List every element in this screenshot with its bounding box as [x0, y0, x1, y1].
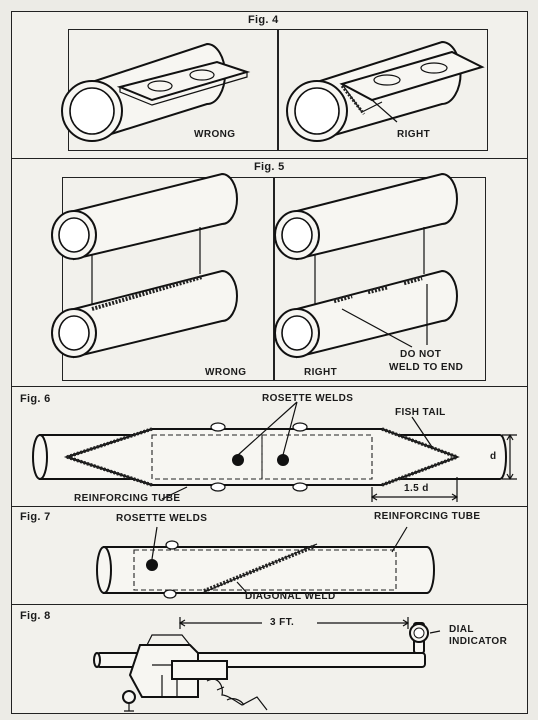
fig5-right-top-tube: [274, 172, 458, 261]
fig5-wrong-bottom-tube: [51, 269, 238, 359]
fig4-drawing: [61, 40, 485, 142]
fig6-drawing: [32, 401, 517, 502]
fig4-wrong-bracket: [116, 60, 251, 106]
fig6-title: Fig. 6: [20, 393, 51, 405]
fig8-vise: [122, 634, 228, 712]
fig7-panel: Fig. 7 ROSETTE WELDS REINFORCING TUBE DI…: [11, 506, 528, 606]
fig7-title: Fig. 7: [20, 511, 51, 523]
fig6-rosette-label: ROSETTE WELDS: [262, 393, 354, 404]
fig5-wrong-box: [62, 177, 274, 381]
fig6-panel: Fig. 6 ROSETTE WE: [11, 386, 528, 508]
fig7-drawing: [96, 526, 435, 599]
fig5-title: Fig. 5: [254, 161, 285, 173]
fig8-dial-line1: DIAL: [449, 624, 474, 635]
fig7-reinforcing-outline: [133, 549, 397, 591]
fig6-leaders: [161, 401, 433, 500]
fig5-wrong-label: WRONG: [205, 367, 247, 378]
fig5-right-label: RIGHT: [304, 367, 338, 378]
fig8-title: Fig. 8: [20, 610, 51, 622]
fig5-right-web: [314, 227, 425, 304]
fig6-dimension-d: [502, 433, 517, 481]
fig4-right-label: RIGHT: [397, 129, 431, 140]
fig7-reinforcing-label: REINFORCING TUBE: [374, 511, 481, 522]
fig7-leaders: [151, 526, 408, 594]
fig5-panel: Fig. 5: [11, 158, 528, 388]
fig4-wrong-box: [68, 29, 278, 151]
fig5-wrong-web: [91, 227, 201, 304]
fig8-length-label: 3 FT.: [270, 617, 295, 628]
fig4-wrong-label: WRONG: [194, 129, 236, 140]
fig8-drawing: [93, 617, 441, 712]
fig6-inner-tube-outline: [151, 434, 373, 480]
fig5-right-bottom-tube: [274, 269, 458, 359]
fig6-rosette-welds: [210, 422, 308, 492]
fig8-hand: [206, 678, 268, 711]
fig8-dial-indicator: [409, 622, 441, 654]
fig5-drawing: [51, 172, 458, 359]
fig7-rosette-label: ROSETTE WELDS: [116, 513, 208, 524]
fig6-reinforcing-label: REINFORCING TUBE: [74, 493, 181, 504]
fig5-wrong-top-tube: [51, 172, 238, 261]
fig6-dim-length: 1.5 d: [404, 483, 429, 494]
fig4-right-bracket: [339, 50, 485, 123]
fig5-right-box: [274, 177, 486, 381]
fig7-main-tube: [96, 546, 435, 594]
fig6-dim-d: d: [490, 451, 497, 462]
fig5-note-line1: DO NOT: [400, 349, 442, 360]
fig4-title: Fig. 4: [248, 14, 279, 26]
fig7-diagonal-label: DIAGONAL WELD: [245, 591, 336, 602]
fig4-right-box: [278, 29, 488, 151]
fig8-dimension: [178, 617, 410, 629]
fig7-diagonal-weld: [201, 543, 318, 594]
fig6-dimension-length: [370, 477, 459, 502]
fig8-panel: Fig. 8 3 FT. DIAL INDICATOR: [11, 604, 528, 714]
fig4-panel: Fig. 4 WRONG RIGHT: [11, 11, 528, 160]
fig8-dial-line2: INDICATOR: [449, 636, 508, 647]
fig5-note-line2: WELD TO END: [389, 362, 464, 373]
fig6-fishtail-label: FISH TAIL: [395, 407, 446, 418]
fig7-rosette-welds: [146, 540, 179, 599]
